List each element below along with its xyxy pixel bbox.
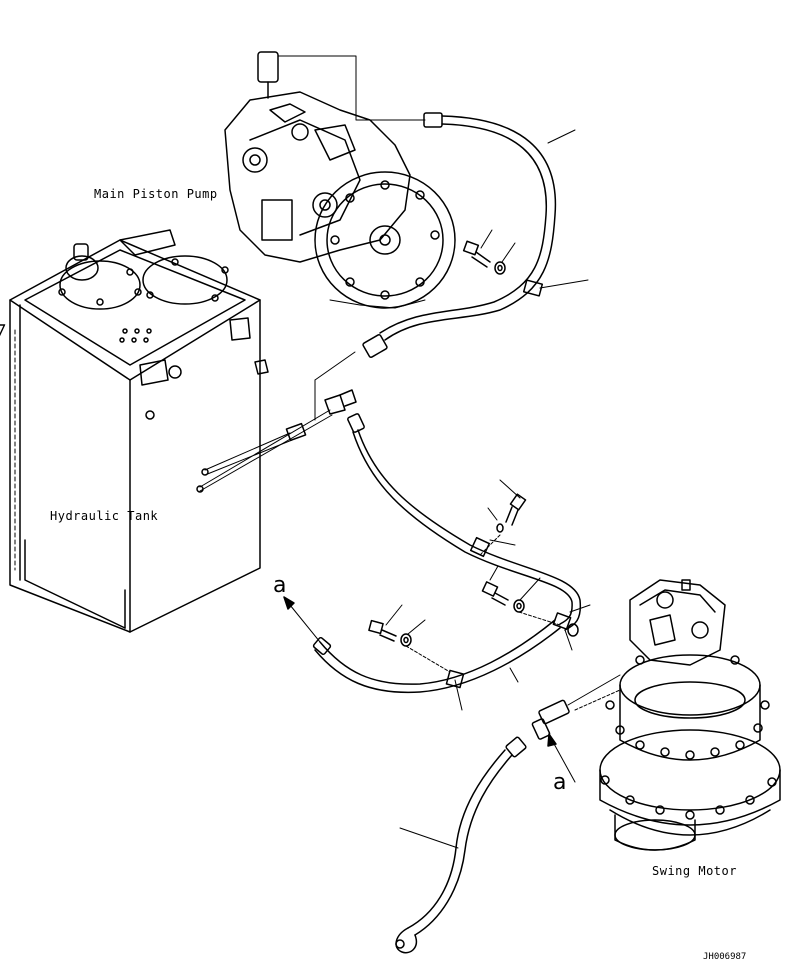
tank-fittings [196, 351, 357, 493]
main-pump-label: Main Piston Pump [94, 187, 218, 201]
swing-motor [599, 579, 781, 851]
callout-arrow-left [283, 596, 321, 643]
drawing-id: JH006987 [703, 952, 747, 962]
motor-drain-hose [395, 736, 527, 954]
hydraulic-tank-label: Hydraulic Tank [50, 509, 159, 523]
clamp-bolts [368, 479, 579, 673]
suction-hose [362, 112, 589, 358]
callout-arrow-right [547, 733, 576, 783]
hydraulic-tank [0, 229, 269, 633]
tank-vent-grid [0, 324, 152, 346]
callout-a-left: a [273, 573, 287, 598]
swing-motor-label: Swing Motor [652, 864, 737, 878]
main-piston-pump [224, 51, 456, 309]
tee-fitting [531, 674, 621, 740]
callout-a-right: a [553, 770, 567, 795]
drain-hose [312, 413, 591, 711]
pump-bolt [462, 229, 516, 275]
